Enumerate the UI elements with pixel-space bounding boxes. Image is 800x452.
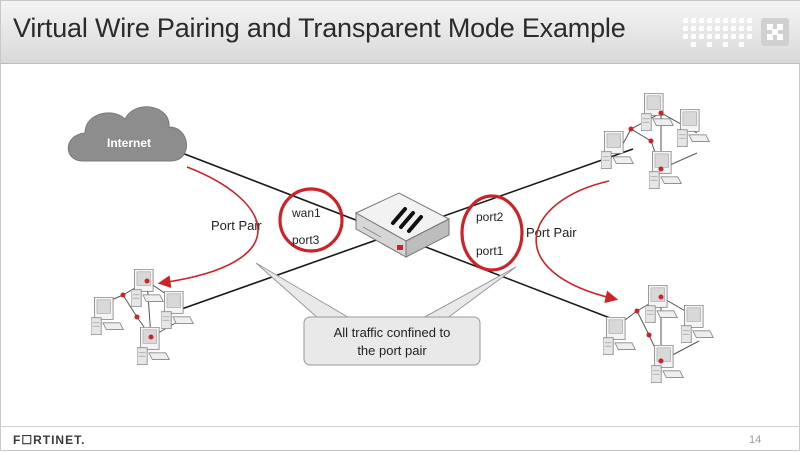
slide-title: Virtual Wire Pairing and Transparent Mod… bbox=[13, 13, 626, 43]
left-traffic-flow-arrow bbox=[157, 166, 259, 288]
computer-icon bbox=[641, 93, 674, 131]
title-bar: Virtual Wire Pairing and Transparent Mod… bbox=[1, 1, 800, 64]
callout-text-line1: All traffic confined to bbox=[334, 325, 451, 340]
right-port-pair-label: Port Pair bbox=[526, 225, 577, 240]
port-label-port3: port3 bbox=[292, 233, 320, 247]
left-port-pair-label: Port Pair bbox=[211, 218, 262, 233]
computer-icon bbox=[131, 269, 164, 307]
port-label-port1: port1 bbox=[476, 244, 504, 258]
footer-divider bbox=[1, 426, 800, 427]
fortigate-device-icon bbox=[354, 192, 451, 258]
decorative-dot-pattern bbox=[683, 18, 752, 47]
computer-icon bbox=[603, 317, 636, 355]
computer-icon bbox=[681, 305, 714, 343]
right-traffic-flow-arrow bbox=[535, 180, 619, 304]
computer-icon bbox=[137, 327, 170, 365]
upper-right-lan-group bbox=[601, 93, 710, 189]
fortinet-logo-icon bbox=[761, 18, 789, 46]
computer-icon bbox=[161, 291, 194, 329]
left-port-pair-circle bbox=[278, 187, 344, 253]
computer-icon bbox=[649, 151, 682, 189]
port-label-wan1: wan1 bbox=[291, 206, 321, 220]
computer-icon bbox=[651, 345, 684, 383]
right-port-pair-circle bbox=[460, 194, 524, 272]
port-label-port2: port2 bbox=[476, 210, 504, 224]
lower-right-lan-group bbox=[603, 285, 714, 383]
callout-text-line2: the port pair bbox=[357, 343, 427, 358]
lower-left-lan-group bbox=[91, 269, 194, 365]
computer-icon bbox=[91, 297, 124, 335]
brand-wordmark: F☐RTINET. bbox=[13, 433, 86, 447]
cloud-label: Internet bbox=[107, 136, 151, 150]
computer-icon bbox=[677, 109, 710, 147]
callout-box: All traffic confined to the port pair bbox=[255, 262, 517, 366]
internet-cloud-icon: Internet bbox=[67, 106, 187, 162]
page-number: 14 bbox=[749, 434, 762, 446]
